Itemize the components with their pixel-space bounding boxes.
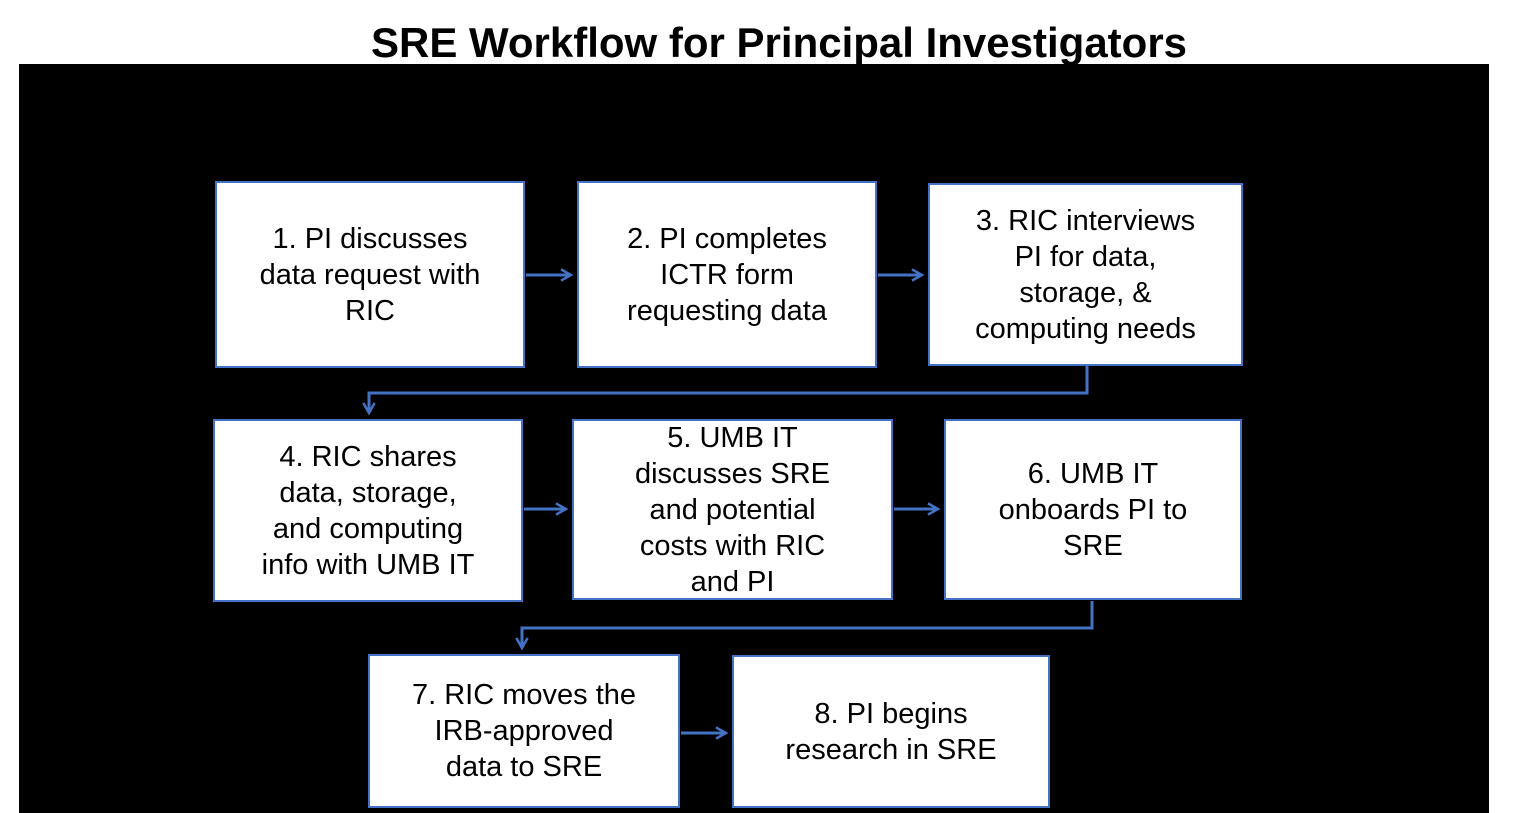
flow-step-1-label: 1. PI discusses data request with RIC xyxy=(259,222,481,327)
flow-step-3-label: 3. RIC interviews PI for data, storage, … xyxy=(975,204,1196,345)
flow-step-4-label: 4. RIC shares data, storage, and computi… xyxy=(261,440,475,581)
flow-step-3: 3. RIC interviews PI for data, storage, … xyxy=(928,183,1243,366)
flow-step-6-label: 6. UMB IT onboards PI to SRE xyxy=(998,457,1188,562)
flow-step-7: 7. RIC moves the IRB-approved data to SR… xyxy=(368,654,680,808)
flow-step-5: 5. UMB IT discusses SRE and potential co… xyxy=(572,419,893,600)
flow-step-6: 6. UMB IT onboards PI to SRE xyxy=(944,419,1242,600)
flow-step-2: 2. PI completes ICTR form requesting dat… xyxy=(577,181,877,368)
flow-step-8: 8. PI begins research in SRE xyxy=(732,655,1050,808)
flow-step-2-label: 2. PI completes ICTR form requesting dat… xyxy=(627,222,827,327)
flow-step-4: 4. RIC shares data, storage, and computi… xyxy=(213,419,523,602)
flow-step-5-label: 5. UMB IT discusses SRE and potential co… xyxy=(634,421,830,598)
flow-step-1: 1. PI discusses data request with RIC xyxy=(215,181,525,368)
flow-step-8-label: 8. PI begins research in SRE xyxy=(785,697,997,766)
page-title: SRE Workflow for Principal Investigators xyxy=(370,19,1188,66)
flow-step-7-label: 7. RIC moves the IRB-approved data to SR… xyxy=(411,679,637,783)
